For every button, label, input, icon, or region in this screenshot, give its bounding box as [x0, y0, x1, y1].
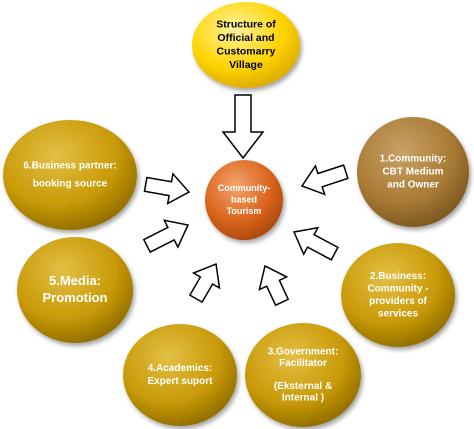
node-business-ellipse — [341, 243, 455, 347]
node-community-label-line: 1.Community: — [380, 154, 447, 165]
node-community-label-line: and Owner — [387, 180, 439, 191]
node-center-label-line: based — [231, 194, 257, 204]
node-government-label-line: Internal ) — [282, 393, 324, 404]
node-government-label-line: Facilitator — [279, 358, 327, 369]
arrow-academics-to-center — [188, 262, 221, 304]
node-business-partner-ellipse — [3, 120, 137, 230]
node-media: 5.Media: Promotion — [17, 237, 133, 343]
node-business-partner: 6.Business partner: booking source — [3, 120, 137, 230]
node-government: 3.Government:Facilitator (Eksternal &Inte… — [245, 323, 361, 427]
node-government-label-line: 3.Government: — [268, 347, 339, 358]
node-top-label-line: Village — [229, 59, 263, 71]
arrow-business-to-center — [292, 226, 339, 261]
node-business-partner-label-line: booking source — [33, 179, 108, 190]
node-government-ellipse — [245, 323, 361, 427]
node-community-ellipse — [357, 117, 469, 227]
arrow-business-partner-to-center — [143, 172, 191, 205]
node-business-partner-label-line: 6.Business partner: — [23, 161, 116, 172]
node-center-ellipse — [205, 160, 283, 240]
node-top-ellipse — [192, 2, 300, 88]
arrow-top-to-center — [221, 94, 265, 160]
node-top-label-line: Customarry — [217, 46, 276, 58]
node-business-label-line: Community - — [367, 283, 428, 294]
node-center-label-line: Tourism — [227, 206, 262, 216]
node-academics-label-line: Expert suport — [147, 376, 213, 387]
node-top-label-line: Official and — [217, 32, 274, 44]
node-community: 1.Community: CBT Medium and Owner — [357, 117, 469, 227]
node-media-ellipse — [17, 237, 133, 343]
node-media-label-line: Promotion — [43, 290, 108, 305]
node-government-label-line: (Eksternal & — [274, 381, 332, 392]
node-business-label-line: services — [378, 308, 418, 319]
node-academics-label-line: 4.Academics: — [148, 363, 212, 374]
node-academics-ellipse — [123, 324, 237, 426]
node-business: 2.Business:Community - providers ofservic… — [341, 243, 455, 347]
node-business-label-line: 2.Business: — [370, 271, 426, 282]
arrow-media-to-center — [142, 219, 190, 254]
node-community-label-line: CBT Medium — [382, 167, 443, 178]
node-top-label-line: Structure of — [216, 19, 276, 31]
node-business-label-line: providers of — [369, 296, 427, 307]
node-academics: 4.Academics: Expert suport — [123, 324, 237, 426]
arrows-layer — [142, 94, 349, 307]
arrow-government-to-center — [258, 264, 290, 307]
node-media-label-line: 5.Media: — [49, 273, 101, 288]
arrow-community-to-center — [300, 164, 349, 196]
node-center-label-line: Community- — [218, 183, 271, 193]
